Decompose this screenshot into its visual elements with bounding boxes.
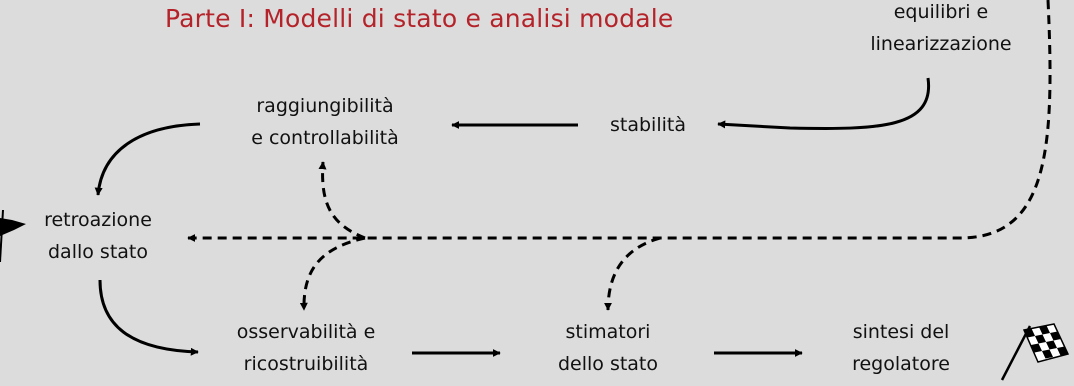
- node-retroazione-line1: retroazione: [44, 209, 152, 231]
- arrow-raggiungibilita-to-retroazione: [94, 122, 201, 196]
- node-osservabilita-line1: osservabilità e: [236, 321, 376, 343]
- node-equilibri: equilibri e linearizzazione: [846, 0, 1036, 60]
- checkered-flag-icon: [1000, 323, 1070, 381]
- node-osservabilita-line2: ricostruibilità: [243, 353, 369, 375]
- node-sintesi-line1: sintesi del: [852, 321, 950, 343]
- node-raggiungibilita-line2: e controllabilità: [251, 127, 399, 149]
- node-stimatori-line1: stimatori: [565, 321, 651, 343]
- node-sintesi-line2: regolatore: [852, 353, 950, 375]
- node-raggiungibilita-line1: raggiungibilità: [256, 95, 394, 117]
- node-retroazione: retroazione dallo stato: [22, 204, 174, 268]
- node-stimatori-line2: dello stato: [557, 353, 659, 375]
- node-raggiungibilita: raggiungibilità e controllabilità: [210, 90, 440, 154]
- node-stabilita: stabilità: [580, 109, 716, 141]
- node-retroazione-line2: dallo stato: [48, 241, 148, 263]
- node-stimatori: stimatori dello stato: [518, 316, 698, 380]
- arrow-retroazione-to-osservabilita: [98, 279, 199, 356]
- dashed-arrow-to-osservabilita: [299, 236, 366, 311]
- node-sintesi: sintesi del regolatore: [818, 316, 984, 380]
- dashed-arrow-equilibri-to-retroazione: [187, 0, 1052, 242]
- flag-icon: [0, 209, 26, 263]
- node-equilibri-line1: equilibri e: [893, 1, 989, 23]
- dashed-arrow-to-stimatori: [604, 236, 661, 311]
- dashed-arrow-to-raggiungibilita: [318, 161, 366, 240]
- node-stabilita-line1: stabilità: [610, 114, 686, 136]
- page-title: Parte I: Modelli di stato e analisi moda…: [165, 4, 674, 33]
- arrow-equilibri-to-stabilita: [717, 77, 931, 130]
- node-osservabilita: osservabilità e ricostruibilità: [205, 316, 407, 380]
- node-equilibri-line2: linearizzazione: [870, 33, 1012, 55]
